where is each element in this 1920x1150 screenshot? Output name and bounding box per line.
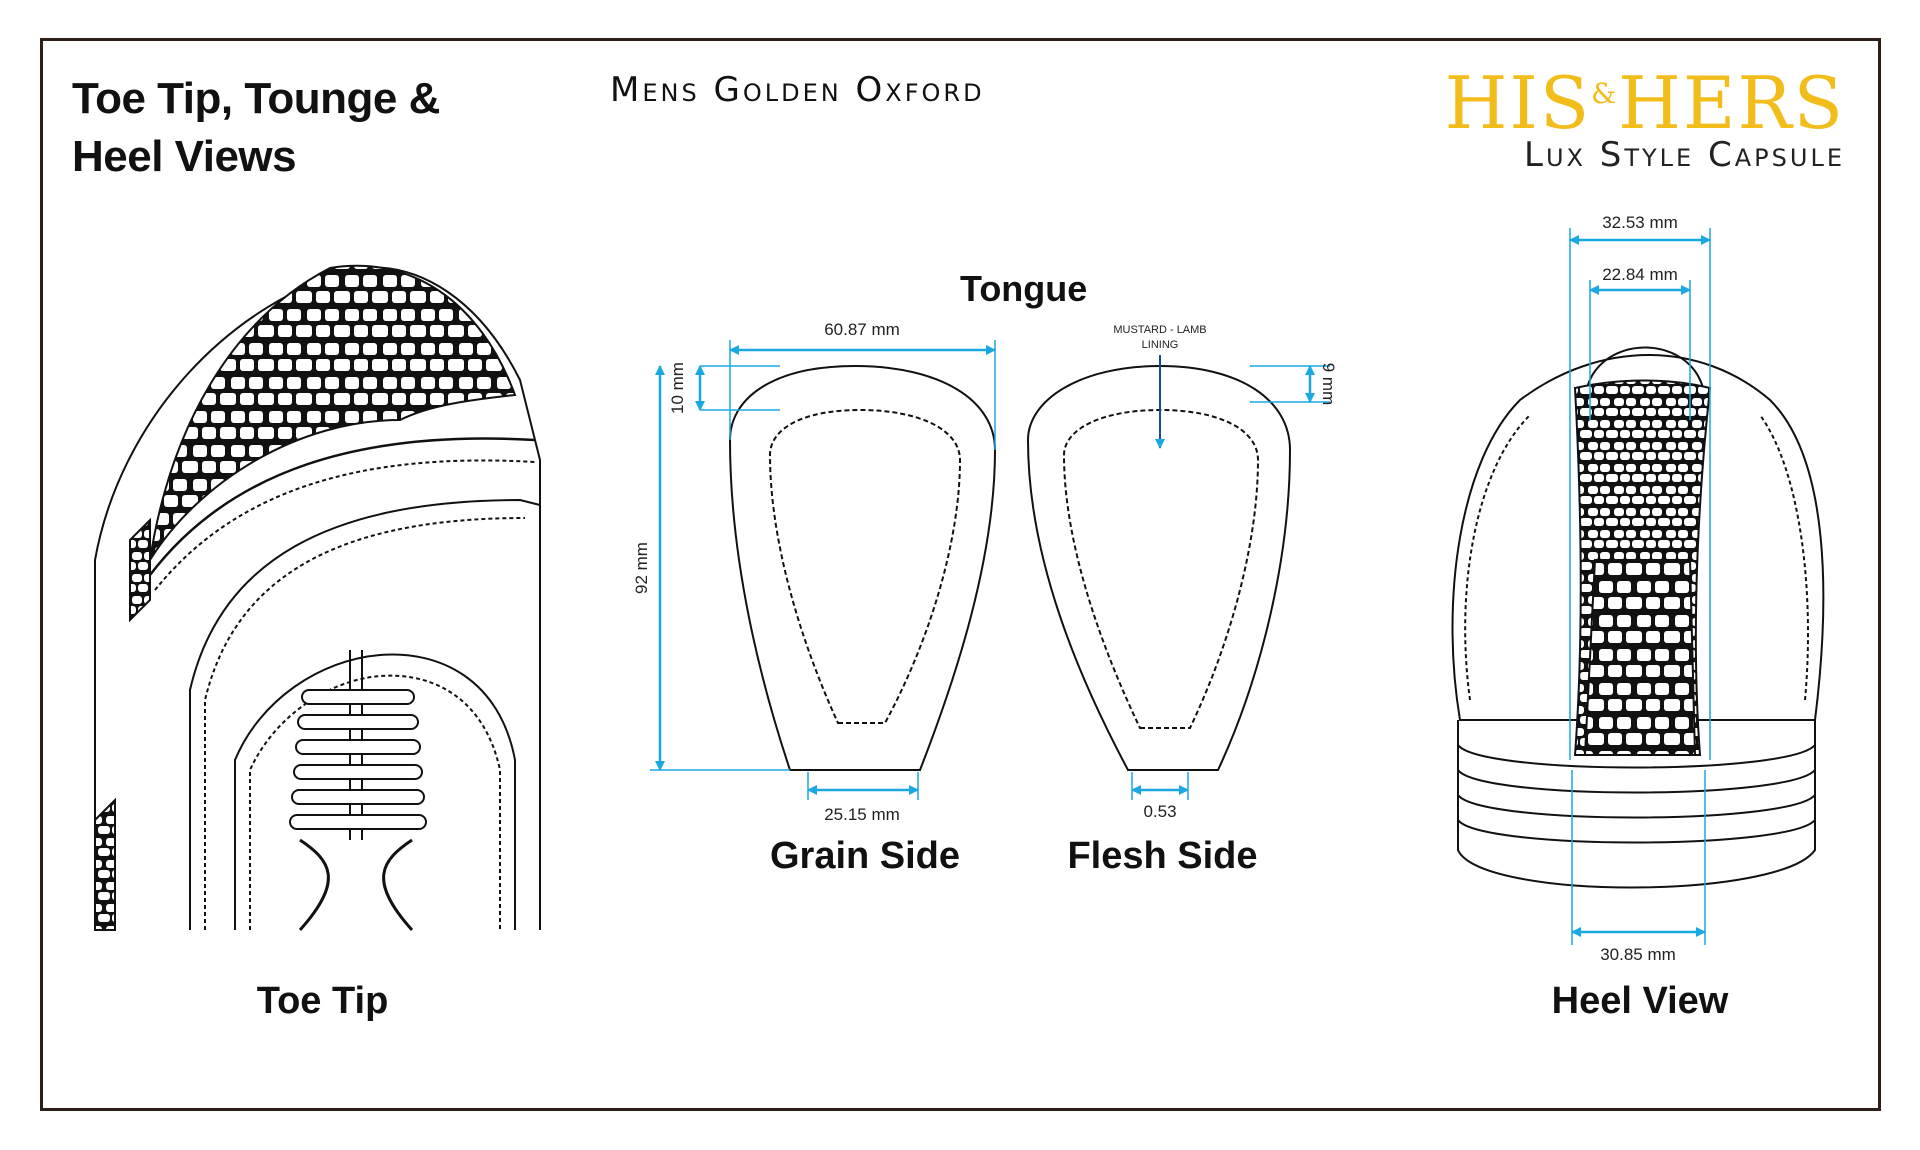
heel-view-drawing bbox=[1451, 346, 1825, 889]
flesh-side-label: Flesh Side bbox=[1067, 835, 1258, 877]
tongue-grain-side-drawing bbox=[728, 364, 997, 771]
dim-flesh-bottom: 0.53 bbox=[1143, 802, 1176, 821]
lining-note-line2: LINING bbox=[1142, 339, 1179, 351]
page-frame bbox=[40, 38, 1881, 1111]
dim-tongue-width: 60.87 mm bbox=[824, 320, 900, 339]
dim-tongue-top: 10 mm bbox=[668, 362, 687, 414]
heel-view-label: Heel View bbox=[1551, 980, 1729, 1022]
toe-tip-drawing bbox=[94, 264, 541, 932]
lining-note-line1: MUSTARD - LAMB bbox=[1113, 324, 1206, 336]
logo-hers: HERS bbox=[1618, 61, 1845, 145]
dim-heel-bottom: 30.85 mm bbox=[1600, 945, 1676, 964]
toe-tip-label: Toe Tip bbox=[256, 980, 389, 1022]
dim-tongue-height: 92 mm bbox=[632, 542, 651, 594]
logo-amp: & bbox=[1591, 77, 1619, 110]
logo-his: HIS bbox=[1444, 61, 1592, 145]
page-title: Toe Tip, Tounge & Heel Views bbox=[72, 74, 440, 181]
dim-tongue-bottom: 25.15 mm bbox=[824, 805, 900, 824]
dim-heel-top-inner: 22.84 mm bbox=[1602, 265, 1678, 284]
dim-heel-top-outer: 32.53 mm bbox=[1602, 213, 1678, 232]
product-name: Mens Golden Oxford bbox=[610, 70, 985, 110]
grain-side-label: Grain Side bbox=[769, 835, 961, 877]
logo-tagline: Lux Style Capsule bbox=[1524, 135, 1845, 175]
brand-logo: HIS&HERS Lux Style Capsule bbox=[1325, 58, 1845, 175]
dim-flesh-top: 9 mm bbox=[1319, 363, 1338, 406]
tongue-label: Tongue bbox=[960, 268, 1088, 309]
dimension-lines bbox=[650, 228, 1711, 945]
